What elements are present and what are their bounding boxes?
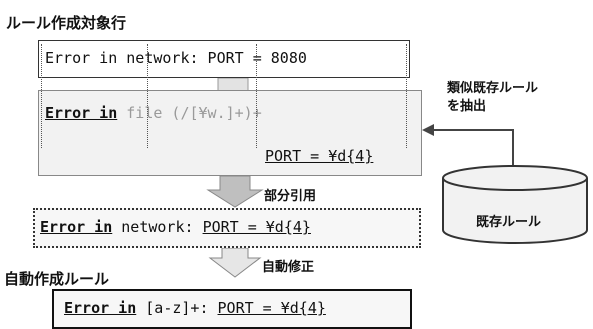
partial-part-network: network:: [112, 218, 194, 236]
label-partial-quote: 部分引用: [264, 189, 317, 204]
partial-part-port: PORT = ¥d{4}: [202, 218, 311, 236]
arrow-auto-fix: [208, 247, 262, 278]
guide-line-right: [256, 44, 257, 148]
similar-rule-box: Error in file (/[¥w.]+)+ PORT = ¥d{4}: [38, 90, 422, 176]
heading-target-line: ルール作成対象行: [6, 14, 127, 32]
partial-line-box: Error in network: PORT = ¥d{4}: [33, 208, 421, 248]
label-auto-fix: 自動修正: [262, 260, 315, 275]
similar-part-error-in: Error in: [45, 104, 118, 122]
input-part-error-in: Error in: [45, 49, 118, 67]
database-label: 既存ルール: [476, 215, 542, 230]
result-rule-box: Error in [a-z]+: PORT = ¥d{4}: [52, 289, 412, 329]
result-part-port: PORT = ¥d{4}: [217, 299, 326, 317]
arrow-partial-quote: [206, 175, 264, 208]
database-cylinder-icon: [442, 165, 588, 244]
similar-part-file: file (/[¥w.]+)+: [117, 104, 262, 122]
input-line-box: Error in network: PORT = 8080: [38, 40, 410, 78]
heading-auto-rule: 自動作成ルール: [4, 270, 110, 288]
guide-line-mid: [147, 44, 148, 148]
partial-line-text: Error in network: PORT = ¥d{4}: [40, 218, 311, 236]
guide-line-far-right: [406, 44, 407, 148]
similar-rule-line1: Error in file (/[¥w.]+)+: [45, 104, 262, 122]
label-extract-similar: 類似既存ルール を抽出: [447, 81, 539, 114]
result-part-error-in: Error in: [64, 299, 137, 317]
result-part-regex: [a-z]+:: [136, 299, 209, 317]
similar-part-port: PORT = ¥d{4}: [265, 147, 374, 165]
input-part-port: PORT = 8080: [198, 49, 307, 67]
partial-part-error-in: Error in: [40, 218, 113, 236]
input-part-network: network:: [117, 49, 199, 67]
result-line-text: Error in [a-z]+: PORT = ¥d{4}: [64, 299, 326, 317]
input-line-text: Error in network: PORT = 8080: [45, 49, 307, 67]
guide-line-left: [41, 44, 42, 148]
